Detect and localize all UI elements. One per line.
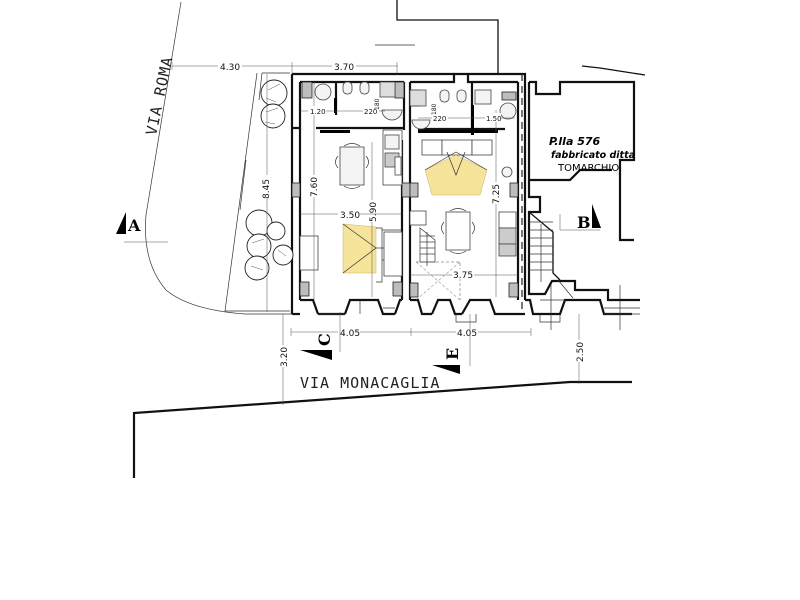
dim-220-unit2: 220 bbox=[433, 115, 446, 123]
tree-icon bbox=[272, 244, 294, 266]
svg-text:A: A bbox=[127, 216, 141, 235]
tree-icon bbox=[246, 233, 272, 259]
dim-220-unit1: 220 bbox=[364, 108, 377, 116]
svg-text:B: B bbox=[577, 213, 591, 232]
dim-8-45: 8.45 bbox=[262, 179, 272, 199]
dim-4-30: 4.30 bbox=[220, 63, 240, 73]
bathroom-fixtures-unit2 bbox=[409, 89, 517, 135]
dim-1-50: 1.50 bbox=[486, 115, 502, 123]
dimension-lines: 4.30 3.70 8.45 7.60 5.90 3.50 7.25 3.75 … bbox=[171, 61, 586, 405]
neighbor-stairs bbox=[529, 221, 574, 299]
garden-trees bbox=[244, 79, 294, 281]
section-marker-a: A bbox=[116, 212, 168, 243]
sofa-icon bbox=[299, 235, 319, 271]
stair-yellow-fill bbox=[342, 223, 377, 274]
dim-3-75: 3.75 bbox=[453, 271, 473, 281]
shower-tray-icon bbox=[379, 81, 396, 98]
shower-icon bbox=[314, 83, 332, 101]
bathroom-fixtures-unit1 bbox=[314, 81, 403, 133]
section-marker-e: E bbox=[432, 314, 471, 374]
street-label-via-roma: VIA ROMA bbox=[142, 55, 176, 137]
neighbor-building: P.lla 576 fabbricato ditta TOMARCHIO bbox=[527, 80, 640, 302]
sink-icon bbox=[381, 109, 403, 121]
bidet-icon bbox=[359, 81, 370, 95]
neighbor-parcel-label: P.lla 576 bbox=[549, 135, 601, 148]
unit1-kitchen bbox=[335, 129, 403, 189]
sink-icon bbox=[411, 119, 431, 130]
dim-5-90: 5.90 bbox=[369, 202, 379, 222]
dim-180-unit1: 180 bbox=[374, 98, 381, 110]
unit2-kitchen bbox=[409, 208, 517, 301]
dim-1-20: 1.20 bbox=[310, 108, 326, 116]
dim-180-unit2: 180 bbox=[431, 103, 438, 115]
wc-icon bbox=[439, 89, 450, 103]
dim-3-20: 3.20 bbox=[280, 347, 290, 367]
dining-table-icon bbox=[445, 211, 471, 251]
neighbor-building-label: fabbricato ditta bbox=[551, 150, 635, 161]
svg-text:C: C bbox=[315, 333, 334, 346]
bidet-icon bbox=[456, 89, 467, 103]
dim-3-70: 3.70 bbox=[334, 63, 354, 73]
tree-icon bbox=[260, 79, 288, 107]
wc-icon bbox=[342, 81, 353, 95]
dining-table-icon bbox=[339, 146, 365, 186]
dim-2-50: 2.50 bbox=[576, 342, 586, 362]
shower-tray-icon bbox=[409, 89, 427, 107]
tree-icon bbox=[260, 103, 286, 129]
unit2-bedroom bbox=[421, 139, 513, 196]
dim-4-05-right: 4.05 bbox=[457, 329, 477, 339]
dim-7-25: 7.25 bbox=[492, 184, 502, 204]
tree-icon bbox=[266, 221, 286, 241]
cabinet-icon bbox=[474, 89, 492, 105]
section-marker-b: B bbox=[559, 204, 601, 232]
dim-3-50: 3.50 bbox=[340, 211, 360, 221]
dim-7-60: 7.60 bbox=[310, 177, 320, 197]
unit2-stair bbox=[419, 227, 436, 263]
section-marker-c: C bbox=[300, 312, 341, 360]
washer-icon bbox=[499, 102, 517, 120]
dim-4-05-left: 4.05 bbox=[340, 329, 360, 339]
neighbor-owner-label: TOMARCHIO bbox=[557, 163, 619, 174]
street-label-via-monacaglia: VIA MONACAGLIA bbox=[300, 374, 440, 392]
building-walls bbox=[290, 72, 640, 330]
site-boundaries bbox=[132, 0, 646, 478]
unit1-living bbox=[299, 223, 403, 283]
svg-text:E: E bbox=[443, 348, 462, 360]
